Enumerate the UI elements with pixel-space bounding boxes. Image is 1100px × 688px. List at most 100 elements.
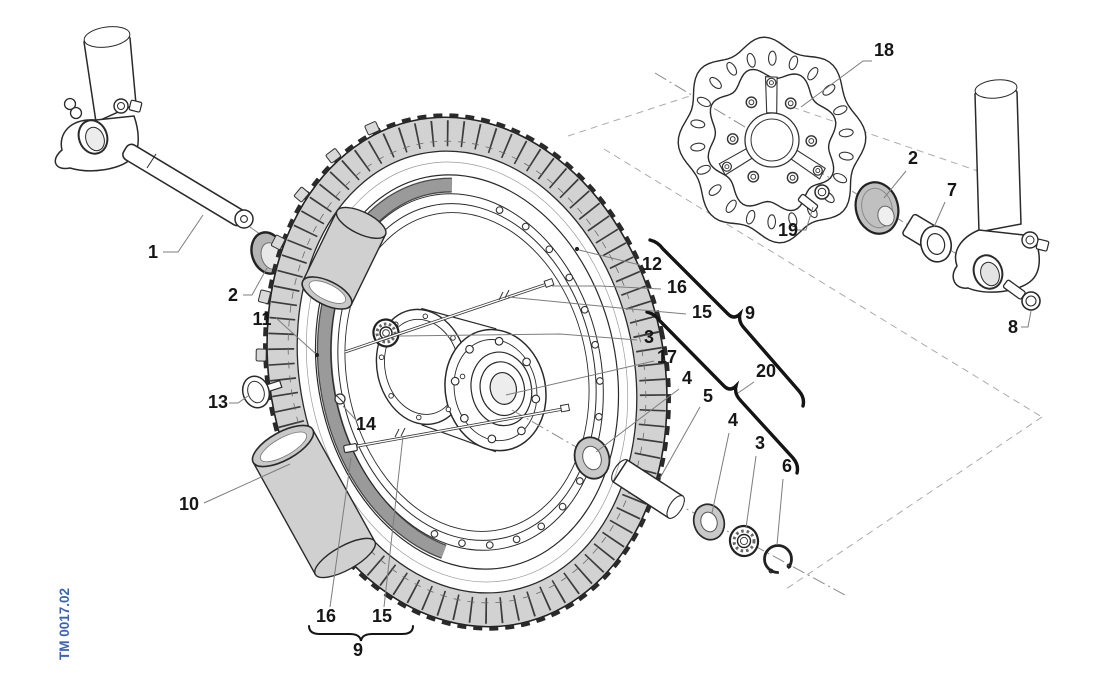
drawing-code: TM 0017.02 bbox=[57, 588, 72, 660]
part-callout-19: 19 bbox=[778, 206, 814, 240]
part-callout-4-lower: 4 bbox=[711, 410, 738, 514]
disc-vent-hole bbox=[822, 84, 836, 96]
leader-line bbox=[659, 406, 701, 479]
part-label-15-bottom: 15 bbox=[372, 606, 392, 626]
kit-bracket-9 bbox=[648, 238, 806, 408]
front-axle bbox=[122, 143, 254, 229]
part-label-12: 12 bbox=[642, 254, 662, 274]
part-callout-4-upper: 4 bbox=[595, 368, 692, 453]
leader-dot bbox=[314, 352, 320, 358]
disc-vent-hole bbox=[833, 105, 848, 116]
part-label-5: 5 bbox=[703, 386, 713, 406]
part-callout-3-lower: 3 bbox=[745, 433, 765, 529]
hub-flange-hole bbox=[459, 373, 466, 380]
disc-vent-hole bbox=[745, 209, 756, 225]
leader-line bbox=[507, 296, 687, 315]
rim-nipple-hole bbox=[521, 222, 530, 231]
leader-line bbox=[505, 360, 655, 396]
leader-line bbox=[933, 201, 946, 228]
disc-vent-hole bbox=[788, 212, 798, 228]
part-label-4-upper: 4 bbox=[682, 368, 692, 388]
tire-knob-edge bbox=[263, 113, 671, 631]
disc-vent-hole bbox=[690, 119, 706, 129]
rim-nipple-hole bbox=[430, 530, 439, 538]
wheel-hub bbox=[375, 307, 547, 453]
leader-line bbox=[800, 60, 872, 108]
wheel-spacer-bushing bbox=[902, 213, 953, 263]
part-callout-10: 10 bbox=[179, 463, 291, 514]
hub-bolt-hole bbox=[531, 394, 541, 404]
leader-line bbox=[399, 333, 638, 341]
hub-flange-hole bbox=[445, 406, 452, 413]
part-callout-11: 11 bbox=[252, 309, 320, 358]
part-label-2-left: 2 bbox=[228, 285, 238, 305]
tire-knob bbox=[255, 348, 267, 362]
hub-bolt-hole bbox=[517, 426, 526, 436]
leader-line bbox=[776, 478, 784, 546]
part-label-19: 19 bbox=[778, 220, 798, 240]
tire-tread-blocks bbox=[268, 120, 666, 624]
part-label-16-right: 16 bbox=[667, 277, 687, 297]
wheel-bearing-lower bbox=[728, 524, 760, 558]
hub-flange-hole bbox=[450, 335, 456, 341]
part-callout-15-right: 15 bbox=[507, 296, 712, 322]
disc-vent-hole bbox=[788, 55, 799, 71]
mousse-segment-lower bbox=[251, 424, 377, 579]
part-label-11: 11 bbox=[252, 309, 271, 329]
part-label-6: 6 bbox=[782, 456, 792, 476]
part-label-8: 8 bbox=[1008, 317, 1018, 337]
rim-nipple-hole bbox=[595, 412, 603, 421]
rim-nipple-hole bbox=[537, 522, 546, 531]
part-label-9-bottom: 9 bbox=[353, 640, 363, 660]
part-callout-3-upper: 3 bbox=[399, 327, 654, 347]
part-callout-9-right: 9 bbox=[745, 303, 755, 323]
leader-line bbox=[797, 206, 814, 231]
part-label-1: 1 bbox=[148, 242, 158, 262]
leader-line bbox=[745, 455, 757, 529]
part-label-13: 13 bbox=[208, 392, 228, 412]
part-label-10: 10 bbox=[179, 494, 199, 514]
part-callout-9-bottom: 9 bbox=[353, 640, 363, 660]
tire-knob bbox=[364, 121, 380, 136]
leader-line bbox=[552, 285, 662, 290]
disc-vent-hole bbox=[709, 76, 722, 90]
disc-vent-hole bbox=[696, 96, 711, 108]
rim-lock bbox=[241, 375, 283, 409]
part-callout-12: 12 bbox=[574, 246, 662, 274]
tire-knob bbox=[325, 148, 342, 164]
part-callout-20: 20 bbox=[737, 361, 776, 394]
disc-vent-hole bbox=[838, 151, 854, 161]
rim-nipple-hole bbox=[591, 340, 599, 349]
hub-bolt-hole bbox=[465, 344, 474, 354]
disc-vent-hole bbox=[690, 142, 706, 152]
seal-ring-outer bbox=[573, 436, 611, 480]
part-label-20: 20 bbox=[756, 361, 776, 381]
part-callout-13: 13 bbox=[208, 392, 249, 412]
part-label-18: 18 bbox=[874, 40, 894, 60]
rim-nipple-hole bbox=[580, 305, 589, 314]
hub-bolt-hole bbox=[460, 413, 469, 423]
part-callout-15-bottom: 15 bbox=[372, 435, 404, 626]
part-callout-14: 14 bbox=[342, 405, 376, 434]
disc-vent-hole bbox=[767, 214, 777, 230]
disc-vent-hole bbox=[708, 184, 722, 196]
leader-line bbox=[711, 432, 730, 514]
leader-line bbox=[383, 435, 404, 608]
leader-line bbox=[329, 457, 352, 608]
part-callout-16-bottom: 16 bbox=[316, 457, 352, 626]
spoke-brace bbox=[308, 625, 414, 642]
leader-dot bbox=[574, 246, 580, 252]
hub-flange-hole bbox=[388, 393, 394, 399]
part-label-14: 14 bbox=[356, 414, 376, 434]
hub-bolt-hole bbox=[494, 336, 504, 346]
part-callout-1: 1 bbox=[148, 214, 204, 262]
rim-nipple-hole bbox=[512, 535, 521, 544]
disc-vent-hole bbox=[726, 61, 738, 76]
rim-nipple-hole bbox=[565, 273, 574, 282]
hub-bolt-hole bbox=[522, 357, 531, 367]
leader-line bbox=[243, 267, 268, 296]
rim-nipple-hole bbox=[485, 541, 494, 549]
disc-vent-hole bbox=[833, 172, 848, 184]
